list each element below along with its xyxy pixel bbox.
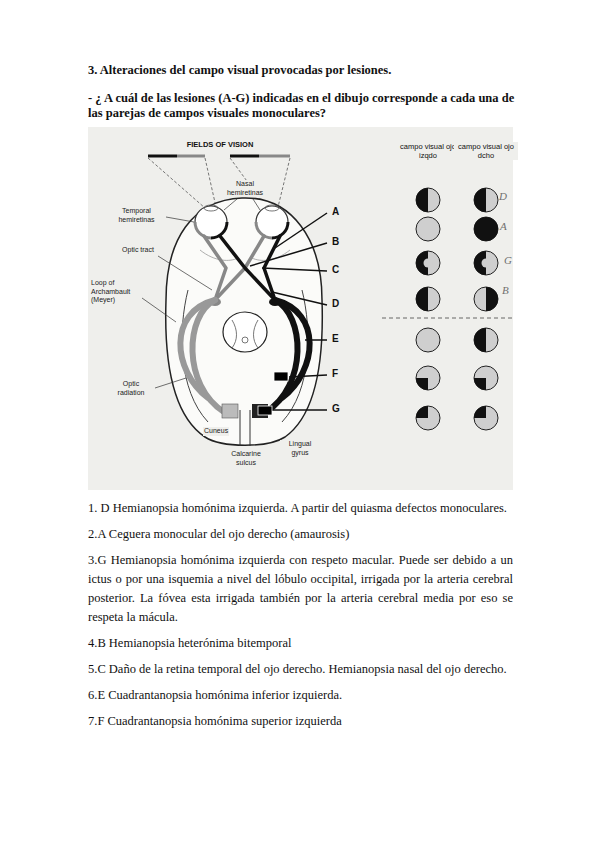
question-text: - ¿ A cuál de las lesiones (A-G) indicad…	[88, 91, 515, 121]
lesion-letter: F	[331, 368, 339, 380]
handwritten-mark: B	[502, 284, 509, 296]
anatomy-label: Cuneus	[203, 427, 229, 436]
answer-item: 2.A Ceguera monocular del ojo derecho (a…	[88, 525, 513, 544]
answer-item: 7.F Cuadrantanopsia homónima superior iz…	[88, 712, 513, 731]
answer-item: 6.E Cuadrantanopsia homónima inferior iz…	[88, 686, 513, 705]
answer-item: 4.B Hemianopsia heterónima bitemporal	[88, 634, 513, 653]
answer-item: 1. D Hemianopsia homónima izquierda. A p…	[88, 499, 513, 518]
answer-item: 5.C Daño de la retina temporal del ojo d…	[88, 660, 513, 679]
figure-heading: FIELDS OF VISION	[175, 140, 265, 149]
anatomy-label: Loop of Archambault (Meyer)	[90, 279, 142, 305]
anatomy-label: Lingual gyrus	[280, 440, 320, 457]
lesion-letter: A	[331, 206, 340, 218]
handwritten-mark: G	[504, 254, 512, 266]
lesion-letter: C	[331, 264, 340, 276]
document-heading: 3. Alteraciones del campo visual provoca…	[88, 63, 515, 78]
anatomy-label: Calcarine sulcus	[226, 450, 266, 467]
lesion-letter: G	[331, 403, 341, 415]
handwritten-mark: D	[499, 190, 507, 202]
anatomy-label: Nasal hemiretinas	[217, 180, 273, 197]
column-header: campo visual ojo dcho	[454, 142, 518, 160]
lesion-letter: E	[331, 333, 340, 345]
handwritten-mark: A	[500, 220, 507, 232]
anatomy-label: Optic tract	[120, 246, 156, 255]
anatomy-label: Optic radiation	[108, 380, 154, 397]
lesion-letter: B	[331, 236, 340, 248]
answer-item: 3.G Hemianopsia homónima izquierda con r…	[88, 551, 513, 627]
lesion-letter: D	[331, 298, 340, 310]
column-header: campo visual ojo izqdo	[396, 142, 460, 160]
anatomy-label: Temporal hemiretinas	[108, 207, 165, 224]
